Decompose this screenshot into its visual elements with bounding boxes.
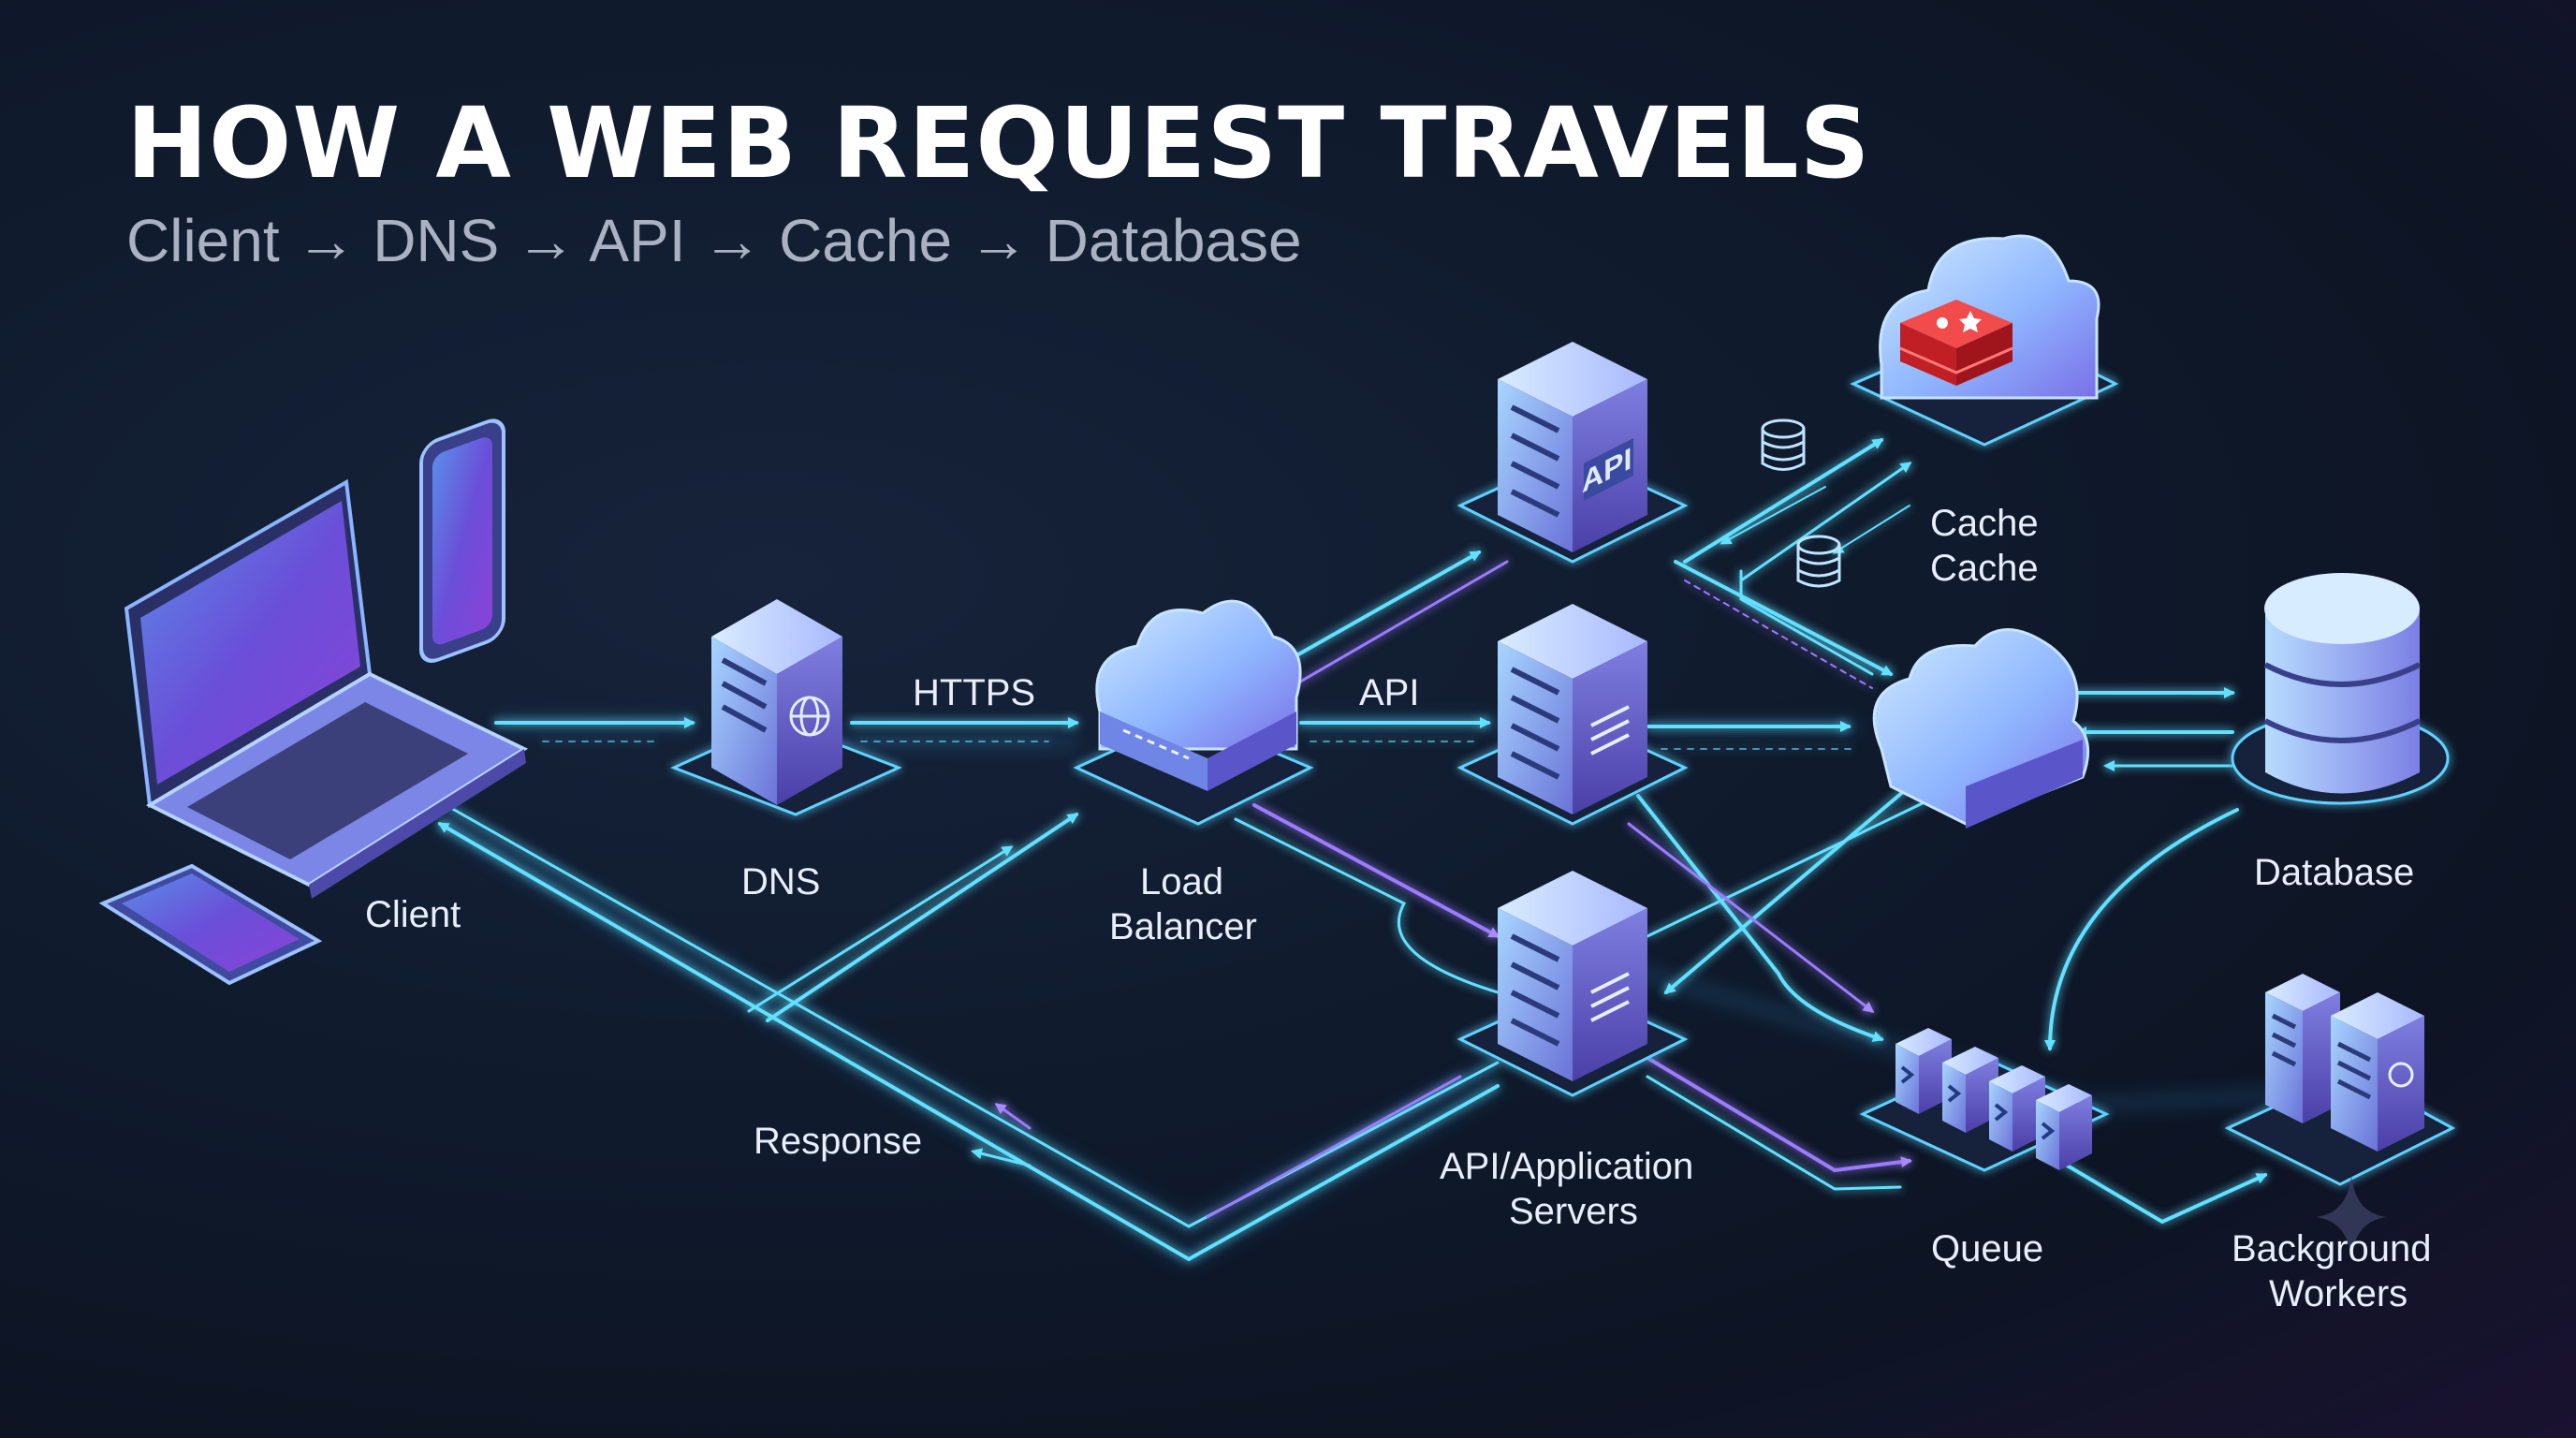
cloud-icon bbox=[1095, 599, 1302, 791]
label-workers-line2: Workers bbox=[2269, 1273, 2408, 1314]
server-icon bbox=[1498, 342, 1647, 552]
phone-icon bbox=[419, 418, 505, 663]
label-https: HTTPS bbox=[913, 672, 1036, 713]
cloud-icon bbox=[1872, 628, 2090, 829]
page-title: HOW A WEB REQUEST TRAVELS bbox=[126, 86, 1871, 200]
worker-server-icon bbox=[2265, 974, 2424, 1152]
server-icon bbox=[1498, 604, 1647, 814]
label-client: Client bbox=[365, 894, 461, 935]
phone-icon bbox=[98, 863, 323, 986]
label-cache-line2: Cache bbox=[1930, 548, 2039, 589]
label-workers-line1: Background bbox=[2232, 1228, 2432, 1269]
label-queue: Queue bbox=[1931, 1228, 2044, 1269]
sparkle-icon bbox=[2316, 1175, 2387, 1259]
label-dns: DNS bbox=[741, 861, 821, 902]
database-icon bbox=[1761, 418, 1841, 588]
flow-lines bbox=[437, 438, 2268, 1262]
database-icon bbox=[1899, 300, 2013, 386]
label-database: Database bbox=[2254, 852, 2415, 893]
label-api: API bbox=[1359, 672, 1420, 713]
label-app-servers-line1: API/Application bbox=[1440, 1146, 1694, 1187]
database-icon bbox=[2263, 573, 2422, 794]
server-icon bbox=[1498, 871, 1647, 1081]
queue-icon bbox=[1895, 1028, 2092, 1170]
laptop-icon bbox=[124, 478, 529, 899]
label-load-balancer-line1: Load bbox=[1140, 861, 1223, 902]
globe-icon bbox=[789, 696, 830, 737]
label-cache-line1: Cache bbox=[1930, 503, 2039, 544]
page-subtitle: Client → DNS → API → Cache → Database bbox=[126, 207, 1302, 274]
label-load-balancer-line2: Balancer bbox=[1109, 906, 1257, 947]
label-response: Response bbox=[754, 1121, 923, 1162]
server-icon bbox=[711, 599, 842, 805]
label-app-servers-line2: Servers bbox=[1509, 1191, 1638, 1232]
